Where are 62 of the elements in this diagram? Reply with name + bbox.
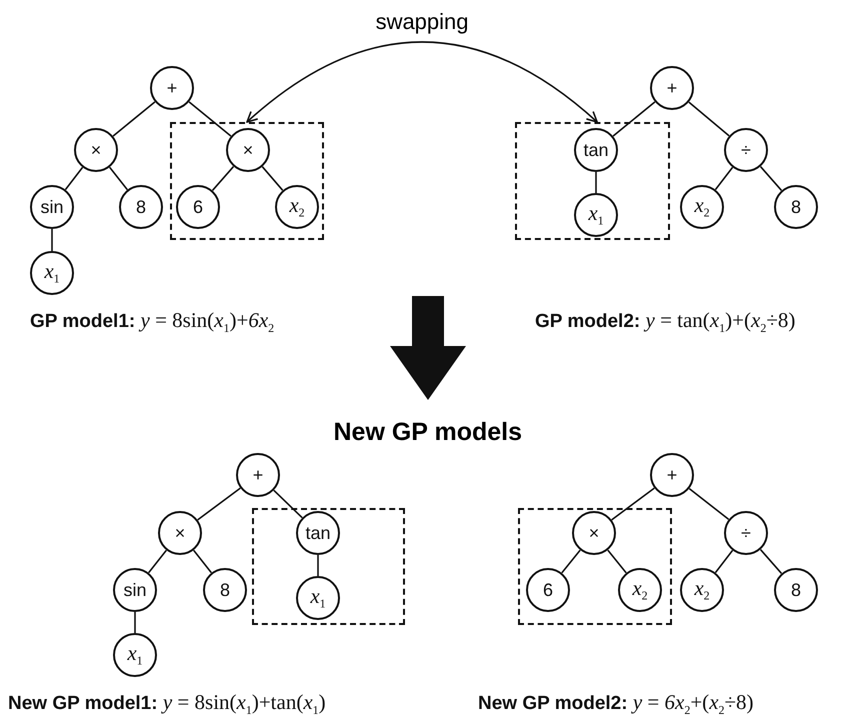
dashed-box — [170, 122, 324, 240]
circle-node: tan — [574, 128, 618, 172]
tree-branch-line — [109, 166, 128, 190]
circle-node: sin — [30, 185, 74, 229]
tree-branch-line — [714, 166, 734, 190]
section-heading: New GP models — [334, 418, 522, 447]
circle-node: 8 — [774, 185, 818, 229]
tree-branch-line — [134, 612, 136, 633]
tree-branch-line — [595, 172, 597, 193]
tree-branch-line — [760, 549, 782, 574]
tree-branch-line — [188, 101, 232, 137]
circle-node: tan — [296, 511, 340, 555]
circle-node: 8 — [203, 568, 247, 612]
circle-node: + — [650, 453, 694, 497]
tree-branch-line — [714, 550, 734, 574]
circle-node: x$_{2}$ — [680, 185, 724, 229]
circle-node: ÷ — [724, 128, 768, 172]
tree-branch-line — [112, 101, 156, 137]
dashed-box — [518, 508, 672, 625]
circle-node: 6 — [176, 185, 220, 229]
circle-node: x$_{1}$ — [296, 576, 340, 620]
curved-arrow — [246, 41, 598, 123]
model-equation: GP model2: y = tan(x$_{1}$)+(x$_{2}$÷8) — [535, 308, 796, 336]
circle-node: × — [74, 128, 118, 172]
model-equation: New GP model2: y = 6x$_{2}$+(x$_{2}$÷8) — [478, 690, 754, 718]
circle-node: x$_{2}$ — [618, 568, 662, 612]
tree-branch-line — [262, 166, 284, 191]
circle-node: 8 — [774, 568, 818, 612]
tree-branch-line — [317, 555, 319, 576]
circle-node: + — [650, 66, 694, 110]
tree-branch-line — [612, 101, 656, 137]
circle-node: 8 — [119, 185, 163, 229]
tree-branch-line — [212, 166, 234, 191]
tree-branch-line — [760, 166, 782, 191]
dashed-box — [515, 122, 670, 240]
tree-branch-line — [193, 550, 212, 574]
circle-node: × — [226, 128, 270, 172]
tree-branch-line — [197, 487, 241, 521]
tree-branch-line — [688, 102, 730, 136]
tree-branch-line — [148, 550, 167, 574]
tree-branch-line — [611, 487, 655, 521]
model-equation: New GP model1: y = 8sin(x$_{1}$)+tan(x$_{1}$) — [8, 690, 326, 718]
model-equation: GP model1: y = 8sin(x$_{1}$)+6x$_{2}$ — [30, 308, 274, 336]
circle-node: x$_{2}$ — [680, 568, 724, 612]
circle-node: sin — [113, 568, 157, 612]
tree-branch-line — [51, 229, 53, 251]
circle-node: × — [572, 511, 616, 555]
circle-node: × — [158, 511, 202, 555]
circle-node: x$_{1}$ — [574, 193, 618, 237]
tree-branch-line — [607, 550, 627, 574]
circle-node: + — [236, 453, 280, 497]
circle-node: + — [150, 66, 194, 110]
tree-branch-line — [273, 490, 303, 518]
circle-node: ÷ — [724, 511, 768, 555]
tree-branch-line — [64, 166, 84, 190]
circle-node: 6 — [526, 568, 570, 612]
tree-branch-line — [688, 488, 730, 520]
circle-node: x$_{1}$ — [113, 633, 157, 677]
tree-branch-line — [561, 550, 581, 574]
circle-node: x$_{2}$ — [275, 185, 319, 229]
dashed-box — [252, 508, 405, 625]
circle-node: x$_{1}$ — [30, 251, 74, 295]
